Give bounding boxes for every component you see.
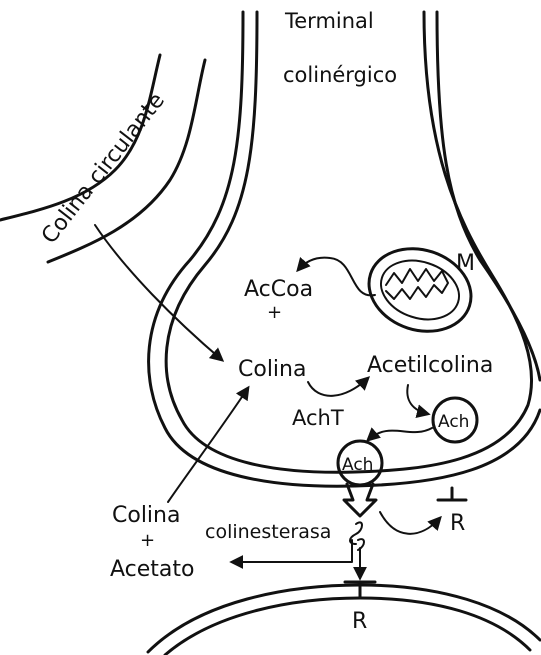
ach-release-label: Ach: [342, 455, 373, 475]
acht-label: AchT: [292, 406, 344, 430]
plus-top: +: [267, 302, 282, 323]
acetate-label: Acetato: [110, 557, 195, 582]
arrow-choline-reuptake: [168, 388, 248, 502]
presynaptic-receptor: [438, 488, 466, 500]
choline-label: Colina: [238, 357, 306, 382]
terminal-title-line2: colinérgico: [283, 63, 397, 87]
arrow-choline-to-acetylcholine: [308, 378, 368, 396]
arrow-to-presynaptic-receptor: [380, 512, 440, 534]
vessel-wall-inner: [48, 60, 205, 262]
cholinesterase-label: colinesterasa: [205, 521, 331, 543]
products-choline-label: Colina: [112, 503, 180, 528]
terminal-title-line1: Terminal: [284, 9, 374, 33]
presynaptic-receptor-label: R: [450, 511, 465, 536]
products-plus: +: [140, 530, 155, 551]
arrow-cholinesterase-to-acetate: [232, 540, 352, 562]
arrow-vesicle-to-release: [368, 428, 432, 440]
arrow-acetylcholine-to-vesicle: [407, 385, 428, 414]
postsynaptic-receptor-label: R: [352, 609, 367, 634]
mitochondrion-label: M: [456, 251, 475, 276]
release-funnel: [344, 484, 376, 516]
circulating-choline-label: Colina circulante: [37, 88, 170, 248]
ach-vesicle-label: Ach: [438, 412, 469, 432]
acetylcholine-label: Acetilcolina: [367, 353, 493, 378]
accoa-label: AcCoa: [244, 277, 313, 302]
